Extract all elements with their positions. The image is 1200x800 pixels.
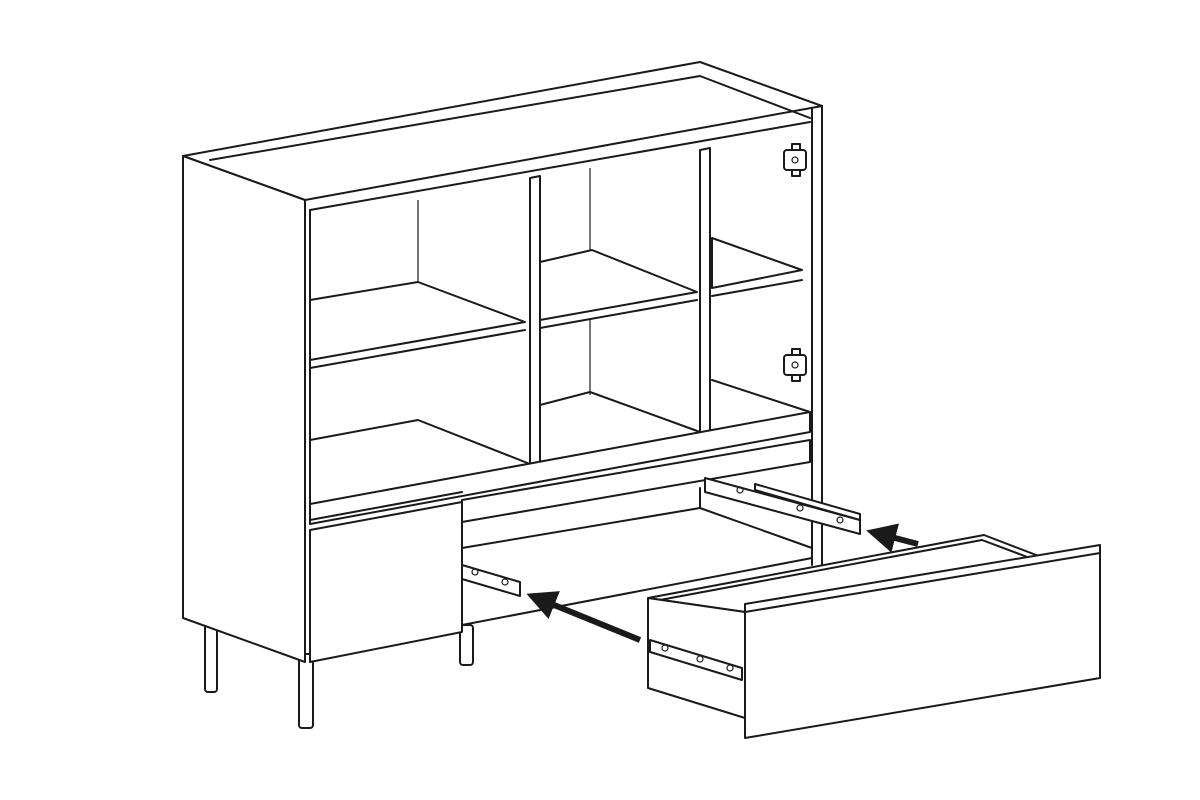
leg-front-right (298, 653, 314, 729)
open-shelf-compartments (309, 237, 811, 525)
cabinet-body (182, 61, 823, 663)
drawer-front-panel (744, 544, 1101, 739)
drawer-box-slide (649, 639, 743, 681)
insert-drawer-left-slide-arrow (526, 591, 642, 643)
shelf-right (711, 237, 803, 289)
hinge-top (783, 143, 807, 177)
cabinet-top (182, 61, 823, 201)
shelf-middle (539, 249, 698, 321)
assembly-arrows (526, 523, 919, 643)
shelf-left (309, 281, 526, 361)
drawer-slide-rails (461, 477, 861, 597)
door-hinges (783, 143, 807, 382)
floor-middle (539, 391, 701, 433)
small-drawer-front (309, 501, 463, 663)
right-slide-rail (704, 477, 861, 535)
drawer-cavity (461, 487, 813, 626)
top-front-edge (309, 121, 811, 211)
divider-right (699, 147, 711, 435)
floor-left (309, 419, 531, 465)
top-rear-lip (209, 75, 811, 161)
floor-right (711, 379, 811, 413)
left-slide-rail (461, 564, 521, 597)
drawer-box (647, 534, 1045, 719)
insert-drawer-right-slide-arrow (866, 523, 919, 553)
divider-left (529, 175, 541, 468)
left-side-panel (182, 155, 306, 663)
hinge-bottom (783, 348, 807, 382)
